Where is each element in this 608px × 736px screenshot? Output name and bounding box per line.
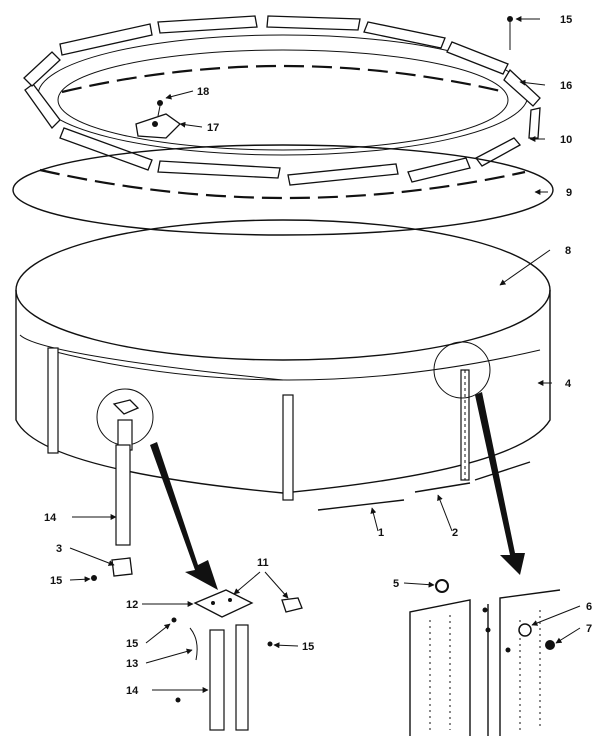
callout-label-9: 9 (566, 187, 572, 199)
top-rail-segment (23, 15, 541, 186)
callout-label-8: 8 (565, 245, 571, 257)
callout-6: 6 (531, 601, 592, 626)
wall-upright (47, 347, 470, 501)
callout-label-15: 15 (560, 14, 572, 26)
detail-arrow-left (150, 442, 218, 590)
leg-assembly (91, 444, 133, 581)
joint-bracket-detail (171, 589, 303, 731)
callout-15-mid: 15 (126, 623, 171, 650)
callout-label-3: 3 (56, 543, 62, 555)
callout-1: 1 (370, 507, 384, 539)
top-plate-ring (12, 144, 554, 236)
detail-circle-right (433, 341, 491, 399)
callout-18: 18 (165, 86, 209, 100)
callout-label-11: 11 (257, 557, 269, 569)
callout-9: 9 (534, 187, 572, 199)
callout-11: 11 (233, 557, 289, 599)
callout-5: 5 (393, 578, 435, 590)
callout-2: 2 (437, 494, 458, 539)
callout-label-16: 16 (560, 80, 572, 92)
callout-8: 8 (499, 245, 571, 286)
callout-15-right: 15 (273, 641, 314, 653)
callout-3: 3 (56, 543, 115, 566)
callout-label-10: 10 (560, 134, 572, 146)
callout-label-5: 5 (393, 578, 399, 590)
top-rail-ring (23, 15, 541, 186)
callout-label-17: 17 (207, 122, 219, 134)
callout-15-left: 15 (50, 575, 91, 587)
top-rail-connector (135, 100, 182, 139)
callout-label-14: 14 (44, 512, 57, 524)
callout-12: 12 (126, 599, 194, 611)
callout-label-1: 1 (378, 527, 384, 539)
callout-label-6: 6 (586, 601, 592, 613)
callout-7: 7 (555, 623, 592, 644)
callout-label-13: 13 (126, 658, 138, 670)
callout-label-15: 15 (126, 638, 138, 650)
callout-17: 17 (179, 121, 219, 134)
callout-label-15: 15 (50, 575, 62, 587)
callout-15-top: 15 (515, 14, 572, 26)
callout-14-left: 14 (44, 512, 117, 524)
callout-label-2: 2 (452, 527, 458, 539)
bottom-track (317, 461, 531, 511)
top-screw (507, 16, 513, 50)
callout-label-12: 12 (126, 599, 138, 611)
detail-circle-left (96, 388, 154, 451)
callout-label-4: 4 (565, 378, 572, 390)
detail-arrow-right (475, 392, 525, 575)
callout-label-18: 18 (197, 86, 209, 98)
callout-10: 10 (529, 134, 572, 146)
callout-16: 16 (519, 79, 572, 92)
callout-label-15: 15 (302, 641, 314, 653)
callout-13: 13 (126, 648, 193, 670)
callout-label-7: 7 (586, 623, 592, 635)
callout-label-14: 14 (126, 685, 139, 697)
callout-4: 4 (537, 378, 572, 390)
wall-joint-detail (409, 579, 561, 736)
callout-14-bottom: 14 (126, 685, 209, 697)
